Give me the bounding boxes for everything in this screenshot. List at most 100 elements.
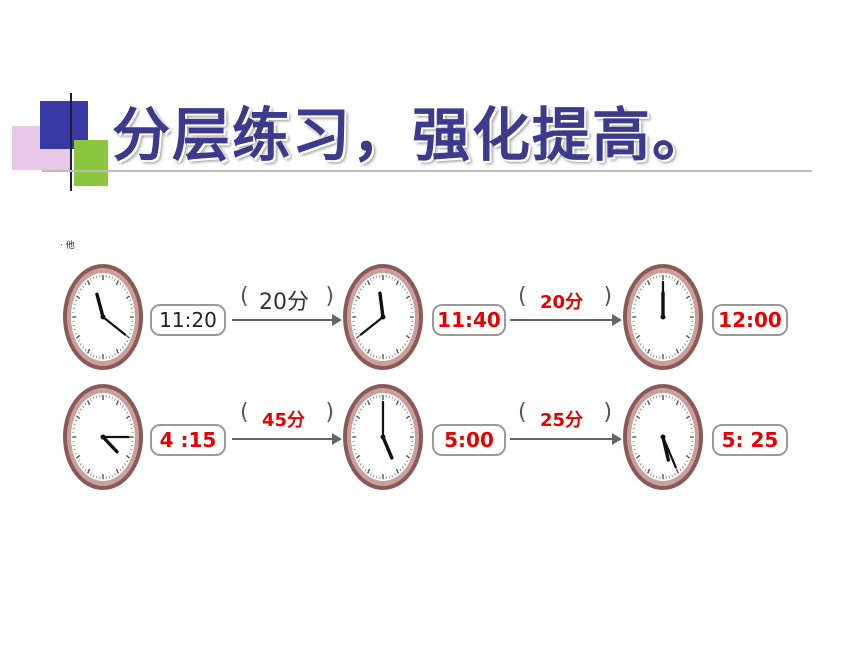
clock-tick (82, 466, 84, 469)
clock-tick (370, 398, 372, 401)
clock-tick (125, 415, 131, 420)
clock-tick (410, 303, 413, 306)
clock-tick (679, 348, 682, 352)
clock-center (380, 314, 386, 320)
clock-tick (119, 282, 122, 286)
clock-tick (632, 444, 635, 447)
clock-tick (90, 353, 92, 356)
time-box-4: 4 :15 (150, 424, 226, 456)
clock-tick (354, 299, 357, 302)
clock-tick (352, 427, 355, 430)
clock-face-6 (623, 384, 703, 490)
clock-center (380, 434, 386, 440)
clock-tick (115, 348, 120, 354)
clock-tick (402, 346, 404, 349)
clock-tick (93, 354, 95, 358)
minute-hand (101, 315, 127, 336)
clock-tick (406, 460, 409, 463)
clock-tick (637, 460, 640, 463)
clock-tick (410, 448, 413, 451)
clock-tick (125, 295, 131, 300)
clock-tick (685, 334, 691, 339)
clock-tick (362, 285, 364, 288)
clock-tick (122, 285, 124, 288)
clock-tick (391, 396, 393, 400)
clock-tick (639, 408, 642, 411)
clock-tick (637, 291, 640, 294)
clock-face-4 (63, 384, 143, 490)
clock-tick (82, 405, 84, 408)
clock-tick (391, 354, 393, 358)
clock-tick (75, 454, 81, 459)
hour-hand (661, 435, 670, 462)
time-box-5: 5:00 (432, 424, 506, 456)
clock-tick (633, 423, 636, 426)
clock-tick (684, 288, 687, 291)
clock-tick (373, 396, 375, 400)
clock-tick (411, 444, 414, 447)
interval-answer-3: 45分 (262, 410, 306, 431)
time-answer-4: 4 :15 (159, 428, 217, 452)
clock-tick (405, 454, 411, 459)
arrow-4 (510, 433, 622, 445)
clock-tick (406, 340, 409, 343)
clock-tick (411, 307, 414, 310)
time-label-1: 11:20 (159, 308, 217, 332)
time-answer-6: 5: 25 (721, 428, 779, 452)
clock-tick (635, 334, 641, 339)
clock-tick (119, 402, 122, 406)
clock-tick (639, 463, 642, 466)
clock-tick (682, 466, 684, 469)
clock-tick (129, 419, 132, 422)
clock-tick (409, 332, 412, 335)
clock-tick (90, 473, 92, 476)
clock-tick (685, 454, 691, 459)
clock-tick (395, 348, 400, 354)
clock-tick (93, 276, 95, 280)
clock-tick (73, 423, 76, 426)
clock-tick (394, 398, 396, 401)
clock-tick (114, 398, 116, 401)
clock-tick (364, 402, 367, 406)
clock-tick (353, 303, 356, 306)
clock-tick (75, 295, 81, 300)
hour-hand (101, 435, 119, 454)
hour-hand (381, 435, 394, 460)
clock-tick (689, 332, 692, 335)
decor-square-green (74, 140, 108, 186)
clock-tick (355, 295, 361, 300)
clock-tick (72, 307, 75, 310)
clock-tick (352, 444, 355, 447)
clock-tick (131, 427, 134, 430)
clock-tick (409, 299, 412, 302)
clock-tick (395, 400, 400, 406)
clock-tick (359, 463, 362, 466)
clock-tick (634, 299, 637, 302)
clock-tick (130, 448, 133, 451)
clock-tick (690, 448, 693, 451)
clock-tick (114, 473, 116, 476)
clock-tick (671, 396, 673, 400)
clock-tick (409, 419, 412, 422)
clock-tick (674, 398, 676, 401)
time-box-2: 11:40 (432, 304, 506, 336)
clock-tick (682, 405, 684, 408)
clock-tick (353, 328, 356, 331)
clock-tick (684, 343, 687, 346)
clock-tick (124, 343, 127, 346)
clock-tick (119, 348, 122, 352)
minute-hand (359, 315, 385, 336)
clock-tick (126, 460, 129, 463)
clock-tick (370, 473, 372, 476)
interval-paren-2: ( ) (518, 284, 613, 309)
clock-tick (124, 408, 127, 411)
clock-tick (354, 332, 357, 335)
clock-tick (644, 282, 647, 286)
clock-tick (362, 346, 364, 349)
clock-tick (671, 474, 673, 478)
clock-tick (404, 463, 407, 466)
title-underline (42, 170, 812, 172)
clock-tick (633, 448, 636, 451)
interval-label-1: 20分 (259, 290, 309, 315)
time-box-6: 5: 25 (712, 424, 788, 456)
